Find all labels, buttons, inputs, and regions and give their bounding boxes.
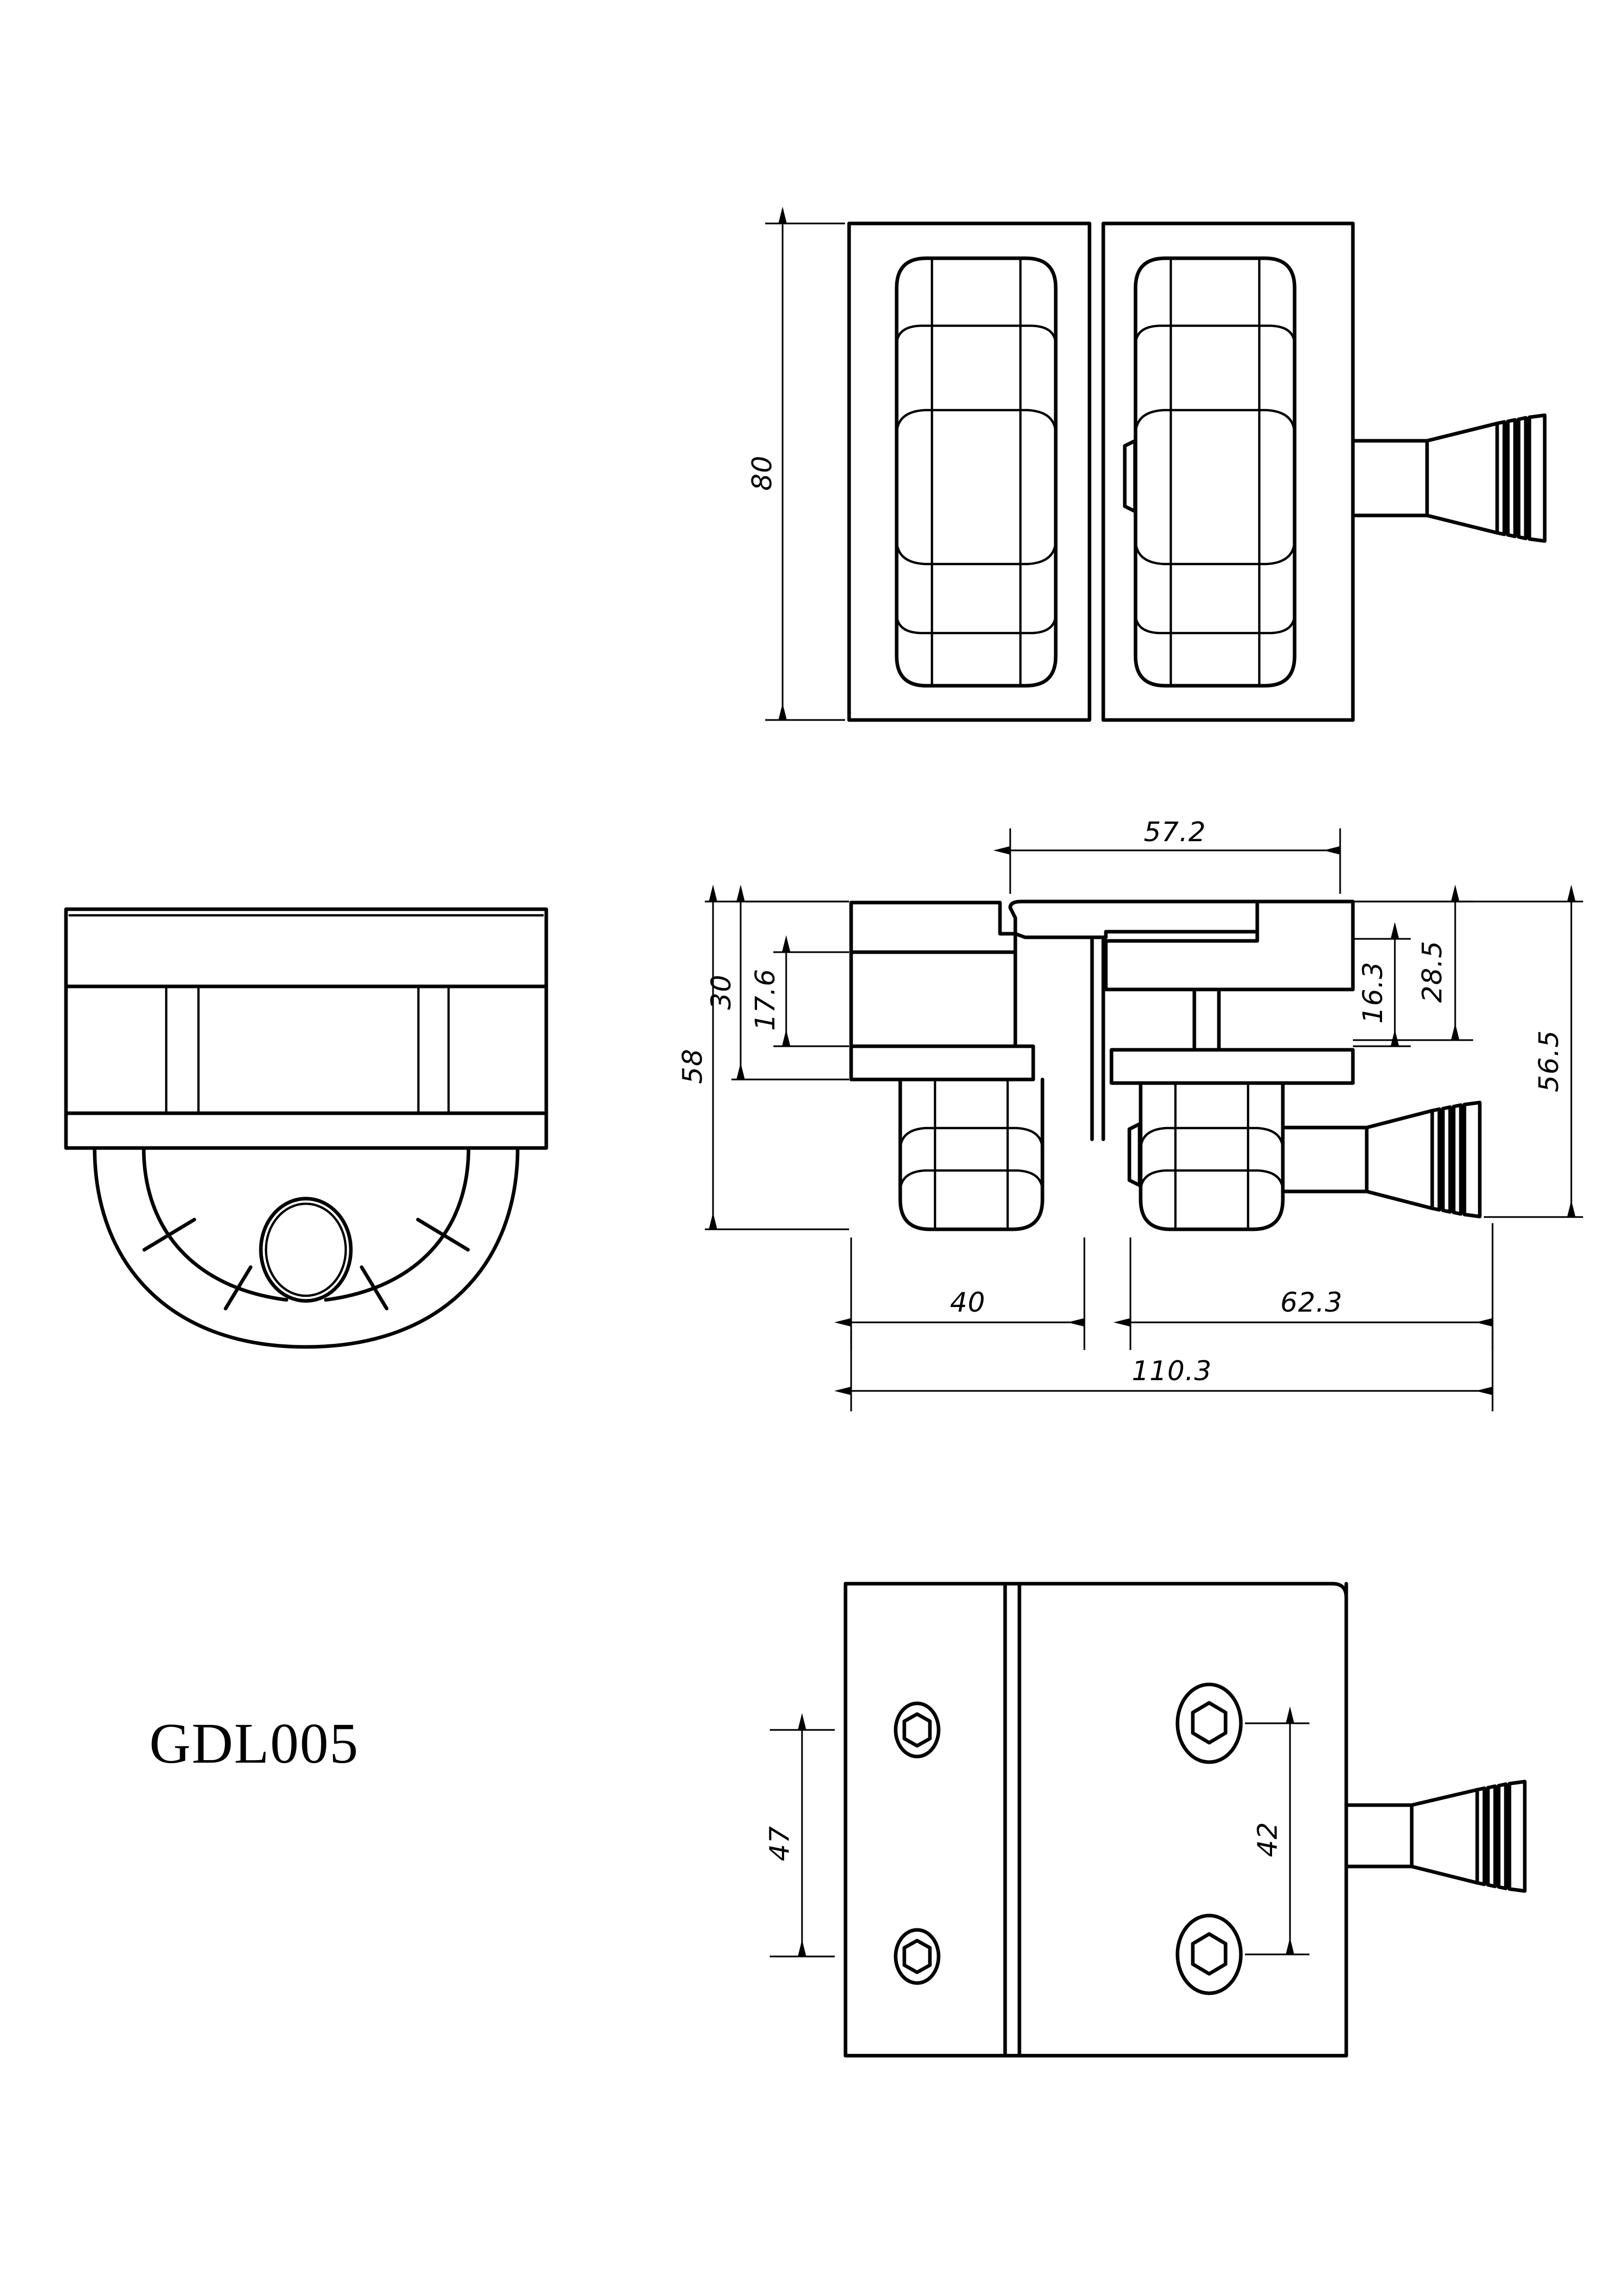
d-40-label: 40 [950,1287,985,1318]
d-80: 80 [747,207,845,721]
d-17-6: 17.6 [750,935,849,1047]
top-view: 80 [747,207,1547,722]
front-section-view: 57.2 58 30 17.6 16.3 [677,817,1583,1411]
front-view-right-top-flange [1104,899,1355,992]
d-16-3-label: 16.3 [1358,961,1389,1024]
top-view-retaining-tab [1123,439,1137,513]
bottom-plan-view: 47 42 [764,1582,1527,2058]
front-view-interlock-tongue [1008,899,1259,939]
top-view-tension-knob [1351,413,1547,543]
front-view-left-roller [898,1077,1044,1231]
d-42: 42 [1245,1706,1309,1955]
front-view-right-bottom-flange [1109,1048,1355,1085]
top-view-right-clamp-block [1133,256,1297,688]
bottom-view-tension-knob [1344,1780,1527,1893]
d-62-3-label: 62.3 [1280,1287,1343,1318]
left-side-view [64,907,548,1349]
d-56-5-label: 56.5 [1533,1030,1565,1092]
front-view-tension-knob [1281,1100,1482,1219]
d-17-6-label: 17.6 [750,969,781,1031]
top-view-body-outline [847,221,1355,722]
hex-socket-screw-bottom-left [894,1928,941,1985]
d-57-2-label: 57.2 [1144,817,1206,848]
hex-socket-screw-top-left [894,1701,941,1759]
d-28-5-label: 28.5 [1417,940,1448,1003]
top-view-left-clamp-block [895,256,1058,688]
left-view-bottom-plate [64,1111,548,1150]
d-47: 47 [764,1713,835,1957]
d-57-2: 57.2 [993,817,1341,894]
d-30-label: 30 [706,974,737,1009]
hex-socket-screw-bottom-right [1175,1914,1243,1995]
left-view-cradle-arch [93,1146,520,1349]
hex-socket-screw-top-right [1175,1682,1243,1764]
front-view-right-roller [1139,1081,1285,1231]
d-40: 40 [834,1237,1085,1350]
d-80-label: 80 [747,455,778,490]
d-56-5: 56.5 [1353,885,1583,1218]
front-view-left-hook-block [849,901,1035,1082]
d-47-label: 47 [764,1826,795,1861]
d-110-3-label: 110.3 [1132,1356,1212,1387]
d-58: 58 [677,885,849,1230]
d-30: 30 [706,885,849,1081]
d-42-label: 42 [1252,1821,1283,1857]
d-58-label: 58 [677,1048,708,1084]
front-view-retaining-tab [1127,1122,1142,1187]
part-number-label: GDL005 [149,1712,359,1775]
left-view-top-plate [64,907,548,988]
d-62-3: 62.3 [1114,1223,1494,1350]
d-16-3: 16.3 [1353,922,1411,1047]
d-110-3: 110.3 [834,1330,1494,1411]
front-view-center-post [1090,938,1221,1141]
bottom-view-body-outline [843,1582,1348,2058]
left-view-mid-band [64,984,548,1115]
